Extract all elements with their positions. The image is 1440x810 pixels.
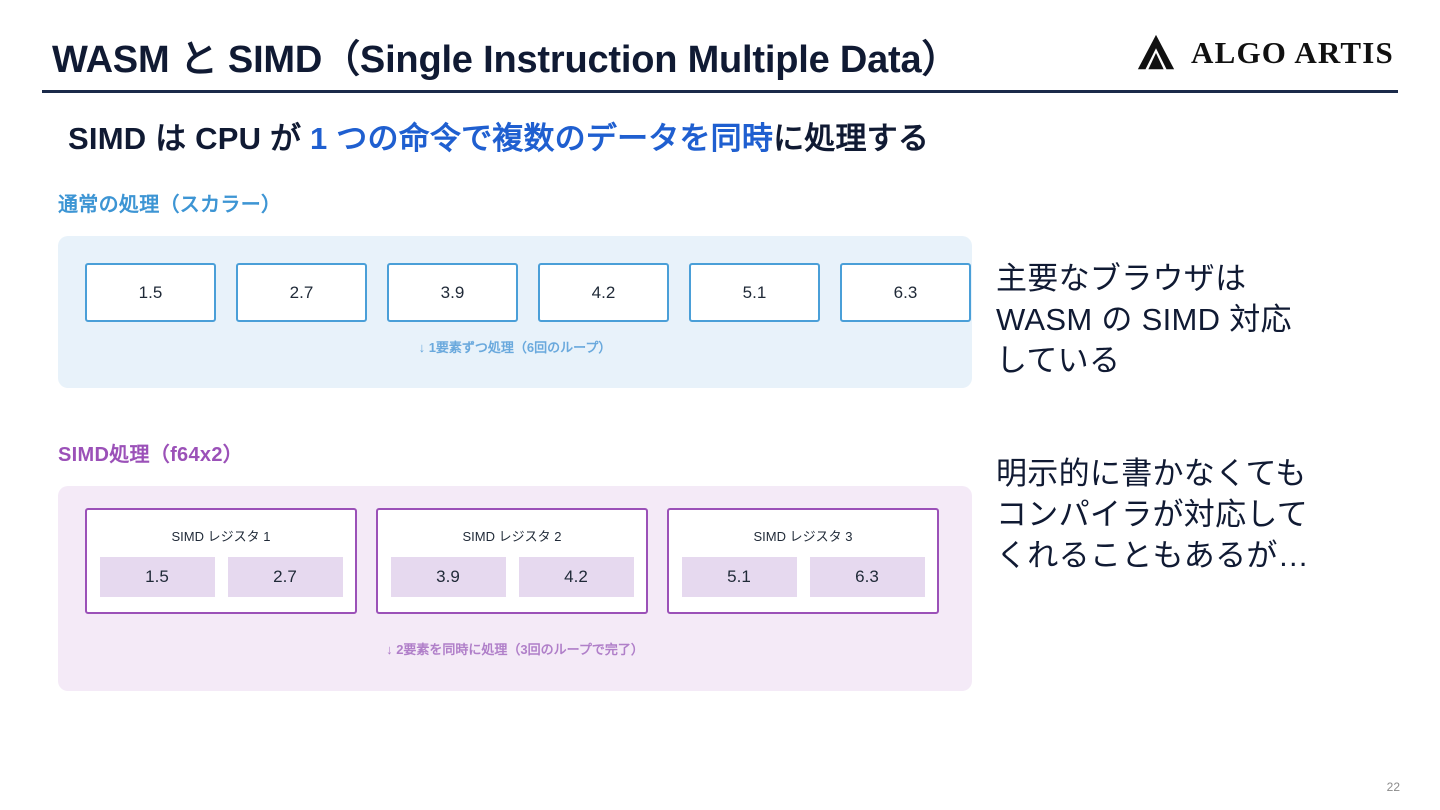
- simd-register-cells: 1.5 2.7: [99, 557, 343, 597]
- page-title: WASM と SIMD（Single Instruction Multiple …: [52, 39, 960, 81]
- simd-register: SIMD レジスタ 3 5.1 6.3: [667, 508, 939, 614]
- subtitle: SIMD は CPU が 1 つの命令で複数のデータを同時に処理する: [68, 113, 929, 158]
- subtitle-lead: SIMD は CPU が: [68, 121, 311, 156]
- scalar-panel: 1.5 2.7 3.9 4.2 5.1 6.3 ↓ 1要素ずつ処理（6回のループ…: [58, 236, 972, 388]
- note-browser-support: 主要なブラウザは WASM の SIMD 対応 している: [996, 261, 1292, 379]
- scalar-cell: 4.2: [538, 263, 669, 322]
- simd-register: SIMD レジスタ 2 3.9 4.2: [376, 508, 648, 614]
- simd-register-label: SIMD レジスタ 1: [171, 529, 271, 544]
- scalar-cell: 5.1: [689, 263, 820, 322]
- scalar-cell: 3.9: [387, 263, 518, 322]
- scalar-caption: ↓ 1要素ずつ処理（6回のループ）: [418, 340, 612, 355]
- simd-cell: 1.5: [99, 557, 215, 597]
- simd-register-label: SIMD レジスタ 2: [462, 529, 562, 544]
- simd-panel: SIMD レジスタ 1 1.5 2.7 SIMD レジスタ 2 3.9 4.2 …: [58, 486, 972, 691]
- simd-cell: 4.2: [518, 557, 634, 597]
- scalar-section-label: 通常の処理（スカラー）: [58, 194, 282, 216]
- scalar-cell: 1.5: [85, 263, 216, 322]
- simd-register-label: SIMD レジスタ 3: [753, 529, 853, 544]
- simd-section-label: SIMD処理（f64x2）: [58, 444, 244, 466]
- simd-cell: 6.3: [809, 557, 925, 597]
- simd-register-cells: 3.9 4.2: [390, 557, 634, 597]
- simd-cell: 2.7: [227, 557, 343, 597]
- subtitle-tail: に処理する: [773, 121, 930, 156]
- simd-register-cells: 5.1 6.3: [681, 557, 925, 597]
- scalar-value-row: 1.5 2.7 3.9 4.2 5.1 6.3: [85, 263, 971, 322]
- scalar-cell: 6.3: [840, 263, 971, 322]
- simd-caption: ↓ 2要素を同時に処理（3回のループで完了）: [386, 642, 644, 657]
- brand-logo-text: ALGO ARTIS: [1191, 35, 1394, 70]
- slide-header: WASM と SIMD（Single Instruction Multiple …: [0, 0, 1440, 96]
- simd-register: SIMD レジスタ 1 1.5 2.7: [85, 508, 357, 614]
- note-compiler-support: 明示的に書かなくても コンパイラが対応して くれることもあるが…: [996, 456, 1309, 574]
- mountain-triangle-icon: [1137, 34, 1175, 70]
- header-divider: [42, 90, 1398, 93]
- brand-logo: ALGO ARTIS: [1135, 32, 1394, 74]
- simd-cell: 3.9: [390, 557, 506, 597]
- simd-register-row: SIMD レジスタ 1 1.5 2.7 SIMD レジスタ 2 3.9 4.2 …: [85, 508, 939, 614]
- scalar-cell: 2.7: [236, 263, 367, 322]
- simd-cell: 5.1: [681, 557, 797, 597]
- page-number: 22: [1386, 780, 1400, 794]
- subtitle-highlight: 1 つの命令で複数のデータを同時: [310, 121, 774, 156]
